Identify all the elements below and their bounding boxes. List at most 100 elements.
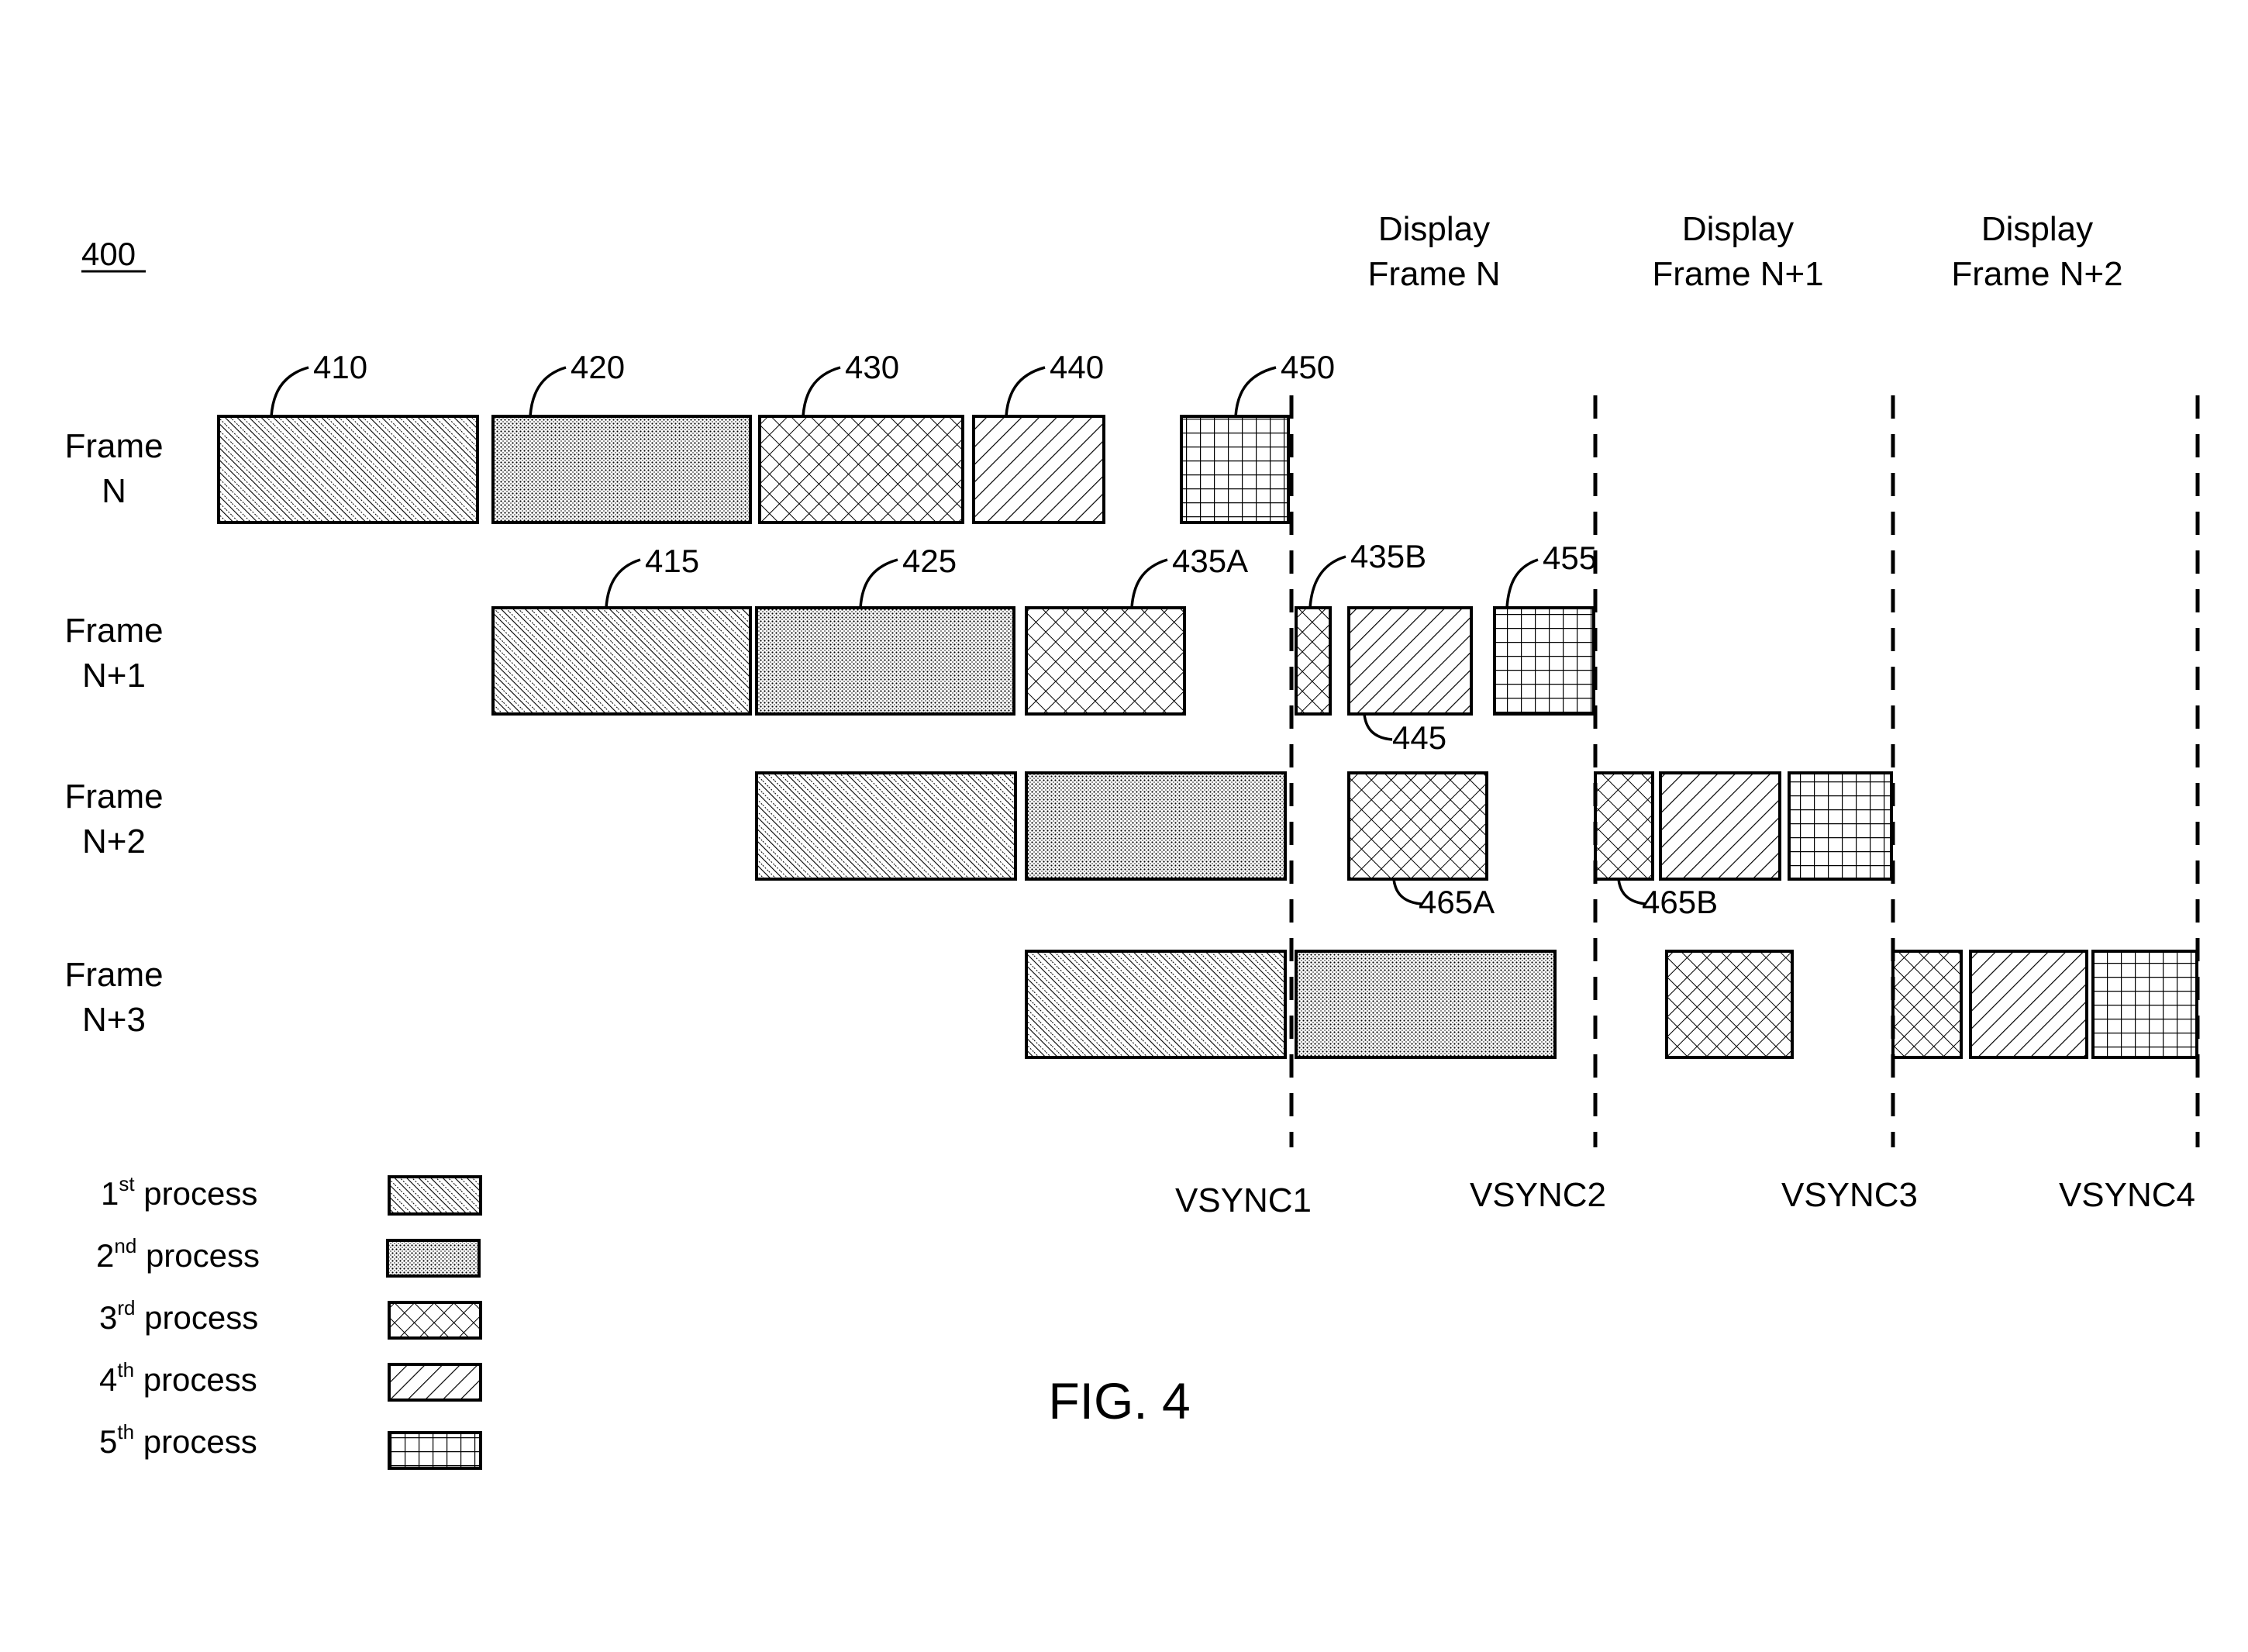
ref-label: 465A xyxy=(1419,884,1495,920)
figure-reference-number: 400 xyxy=(81,236,136,272)
leader-line xyxy=(270,366,309,417)
row-label-frame-n2: Frame N+2 xyxy=(64,778,163,860)
process-box-n3-third-b xyxy=(1891,950,1963,1059)
row-label-frame-n: Frame N xyxy=(64,427,163,510)
legend-swatch xyxy=(388,1175,482,1216)
display-header-frame-n: Display Frame N xyxy=(1367,210,1500,293)
legend-superscript: st xyxy=(119,1172,135,1195)
legend-ordinal: 3 xyxy=(99,1299,117,1336)
ref-label: 435B xyxy=(1350,538,1426,574)
ref-415: 415 xyxy=(605,543,699,609)
leader-line xyxy=(1617,878,1647,905)
legend-label: 2nd process xyxy=(96,1234,260,1274)
ref-label: 430 xyxy=(845,349,899,385)
process-box-465b xyxy=(1594,771,1654,881)
ref-455: 455 xyxy=(1505,540,1597,609)
ref-label: 445 xyxy=(1392,719,1446,756)
leader-line xyxy=(1234,366,1277,417)
legend-swatch xyxy=(388,1363,482,1402)
legend-label: 4th process xyxy=(99,1358,257,1398)
display-header-line1: Display xyxy=(1682,210,1794,248)
process-box-n2-second xyxy=(1025,771,1287,881)
legend: 1st process 2nd process 3rd process 4th … xyxy=(96,1172,482,1470)
ref-label: 465B xyxy=(1642,884,1718,920)
legend-ordinal: 5 xyxy=(99,1423,117,1460)
leader-line xyxy=(1363,713,1393,741)
legend-label: 5th process xyxy=(99,1420,257,1460)
row-label-line2: N+1 xyxy=(82,657,146,695)
ref-410: 410 xyxy=(270,349,367,417)
legend-item-5th-process: 5th process xyxy=(99,1420,482,1470)
legend-label: 3rd process xyxy=(99,1296,258,1336)
legend-superscript: nd xyxy=(114,1234,136,1257)
row-label-line1: Frame xyxy=(64,956,163,994)
process-box-435a xyxy=(1025,606,1186,716)
ref-label: 415 xyxy=(645,543,699,579)
leader-line xyxy=(1130,558,1168,609)
process-box-430 xyxy=(758,415,964,524)
ref-label: 450 xyxy=(1281,349,1335,385)
leader-line xyxy=(1392,878,1422,905)
process-box-n2-fifth xyxy=(1788,771,1893,881)
legend-swatch xyxy=(386,1239,481,1278)
process-box-440 xyxy=(972,415,1105,524)
display-header-line2: Frame N xyxy=(1367,255,1500,293)
process-box-435b xyxy=(1295,606,1332,716)
leader-line xyxy=(1505,558,1539,609)
leader-line xyxy=(1308,555,1346,609)
ref-435b: 435B xyxy=(1308,538,1426,609)
legend-text: process xyxy=(134,1423,257,1460)
row-label-line2: N+2 xyxy=(82,823,146,860)
legend-ordinal: 4 xyxy=(99,1361,117,1398)
process-box-450 xyxy=(1180,415,1290,524)
ref-label: 410 xyxy=(313,349,367,385)
ref-label: 440 xyxy=(1050,349,1104,385)
legend-text: process xyxy=(134,1361,257,1398)
legend-superscript: th xyxy=(117,1420,134,1443)
leader-line xyxy=(859,558,898,609)
leader-line xyxy=(605,558,641,609)
ref-435a: 435A xyxy=(1130,543,1248,609)
legend-ordinal: 1 xyxy=(101,1175,119,1212)
vsync2-label: VSYNC2 xyxy=(1470,1176,1606,1214)
ref-label: 425 xyxy=(902,543,957,579)
legend-superscript: th xyxy=(117,1358,134,1381)
ref-430: 430 xyxy=(802,349,899,417)
legend-item-4th-process: 4th process xyxy=(99,1358,482,1402)
row-label-line1: Frame xyxy=(64,427,163,465)
row-label-line1: Frame xyxy=(64,612,163,650)
legend-text: process xyxy=(135,1175,258,1212)
legend-item-2nd-process: 2nd process xyxy=(96,1234,481,1278)
process-box-n2-first xyxy=(755,771,1017,881)
ref-label: 455 xyxy=(1543,540,1597,576)
vsync4-label: VSYNC4 xyxy=(2059,1176,2195,1214)
legend-swatch xyxy=(388,1301,482,1340)
ref-465b: 465B xyxy=(1617,878,1718,920)
ref-420: 420 xyxy=(529,349,625,417)
display-header-line1: Display xyxy=(1378,210,1490,248)
row-label-frame-n1: Frame N+1 xyxy=(64,612,163,695)
process-box-425 xyxy=(755,606,1015,716)
process-box-465a xyxy=(1347,771,1488,881)
ref-465a: 465A xyxy=(1392,878,1495,920)
process-box-n2-fourth xyxy=(1659,771,1781,881)
legend-swatch xyxy=(388,1431,482,1470)
leader-line xyxy=(802,366,841,417)
vsync3-label: VSYNC3 xyxy=(1781,1176,1918,1214)
ref-450: 450 xyxy=(1234,349,1335,417)
ref-label: 420 xyxy=(571,349,625,385)
display-header-line2: Frame N+1 xyxy=(1652,255,1823,293)
leader-line xyxy=(529,366,567,417)
process-box-455 xyxy=(1493,606,1595,716)
legend-item-3rd-process: 3rd process xyxy=(99,1296,482,1340)
display-header-line1: Display xyxy=(1981,210,2093,248)
figure-caption: FIG. 4 xyxy=(1048,1372,1190,1430)
process-box-410 xyxy=(217,415,479,524)
ref-425: 425 xyxy=(859,543,957,609)
legend-text: process xyxy=(136,1237,260,1274)
process-box-445 xyxy=(1347,606,1473,716)
process-box-420 xyxy=(491,415,752,524)
display-header-frame-n2: Display Frame N+2 xyxy=(1951,210,2122,293)
display-header-line2: Frame N+2 xyxy=(1951,255,2122,293)
